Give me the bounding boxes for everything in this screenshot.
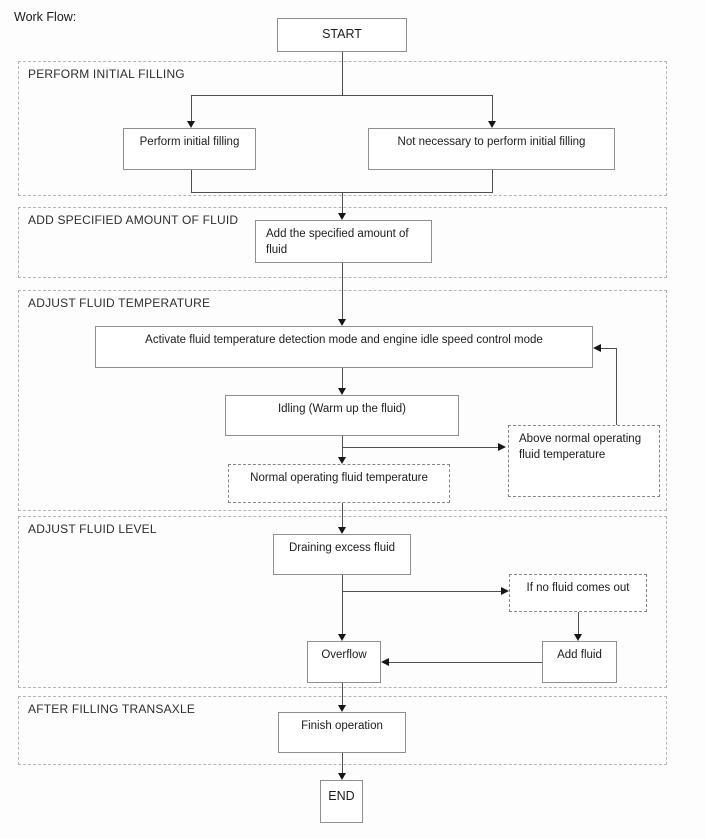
connector-line: [342, 368, 343, 388]
node-add-specified-amount: Add the specified amount of fluid: [255, 220, 432, 263]
connector-line: [342, 436, 343, 457]
connector-line: [342, 683, 343, 705]
node-idling: Idling (Warm up the fluid): [225, 395, 459, 436]
connector-line: [342, 575, 343, 634]
node-above-normal-temperature: Above normal operating fluid temperature: [508, 425, 660, 497]
arrowhead-down-icon: [338, 527, 346, 534]
connector-line: [342, 591, 501, 592]
node-label: Overflow: [321, 649, 367, 661]
end-node: END: [320, 780, 363, 823]
node-label: Above normal operating fluid temperature: [519, 433, 642, 461]
node-label: Not necessary to perform initial filling: [397, 136, 586, 148]
node-label: Finish operation: [301, 720, 383, 732]
connector-line: [342, 503, 343, 527]
node-label: Add the specified amount of fluid: [266, 228, 409, 256]
node-label: Activate fluid temperature detection mod…: [145, 334, 543, 346]
arrowhead-down-icon: [488, 121, 496, 128]
connector-line: [342, 52, 343, 95]
connector-line: [342, 192, 343, 213]
connector-line: [342, 447, 498, 448]
arrowhead-down-icon: [187, 121, 195, 128]
node-label: Draining excess fluid: [288, 542, 396, 554]
section-title: PERFORM INITIAL FILLING: [28, 67, 185, 81]
node-if-no-fluid-comes-out: If no fluid comes out: [509, 574, 647, 612]
connector-line: [492, 170, 493, 193]
connector-line: [492, 95, 493, 121]
connector-line: [342, 753, 343, 773]
node-perform-initial-filling: Perform initial filling: [123, 128, 256, 170]
connector-line: [191, 170, 192, 193]
node-finish-operation: Finish operation: [278, 712, 406, 753]
arrowhead-left-icon: [593, 344, 601, 352]
node-overflow: Overflow: [307, 641, 381, 683]
connector-line: [342, 263, 343, 319]
start-node: START: [277, 18, 407, 52]
node-not-necessary: Not necessary to perform initial filling: [368, 128, 615, 170]
section-title: ADJUST FLUID TEMPERATURE: [28, 296, 211, 310]
section-title: AFTER FILLING TRANSAXLE: [28, 702, 196, 716]
arrowhead-down-icon: [574, 634, 582, 641]
arrowhead-down-icon: [338, 634, 346, 641]
section-title: ADJUST FLUID LEVEL: [28, 522, 157, 536]
node-draining-excess-fluid: Draining excess fluid: [273, 534, 411, 575]
connector-line: [616, 349, 617, 425]
arrowhead-left-icon: [381, 658, 389, 666]
arrowhead-down-icon: [338, 388, 346, 395]
arrowhead-down-icon: [338, 319, 346, 326]
node-label: If no fluid comes out: [526, 582, 630, 594]
arrowhead-down-icon: [338, 213, 346, 220]
connector-line: [601, 348, 617, 349]
arrowhead-right-icon: [501, 587, 509, 595]
page-title: Work Flow:: [14, 10, 77, 24]
arrowhead-down-icon: [338, 773, 346, 780]
node-label: Add fluid: [557, 649, 602, 661]
start-label: START: [322, 27, 362, 41]
node-add-fluid: Add fluid: [542, 641, 617, 683]
node-normal-temperature: Normal operating fluid temperature: [228, 464, 450, 503]
node-label: Normal operating fluid temperature: [250, 472, 428, 484]
connector-line: [389, 662, 542, 663]
node-activate-detection-mode: Activate fluid temperature detection mod…: [95, 326, 593, 368]
node-label: Idling (Warm up the fluid): [277, 403, 407, 415]
connector-line: [191, 95, 493, 96]
node-label: Perform initial filling: [139, 136, 240, 148]
arrowhead-down-icon: [338, 705, 346, 712]
end-label: END: [328, 789, 355, 803]
arrowhead-down-icon: [338, 457, 346, 464]
connector-line: [191, 95, 192, 121]
arrowhead-right-icon: [498, 443, 506, 451]
section-title: ADD SPECIFIED AMOUNT OF FLUID: [28, 213, 239, 227]
connector-line: [578, 612, 579, 634]
